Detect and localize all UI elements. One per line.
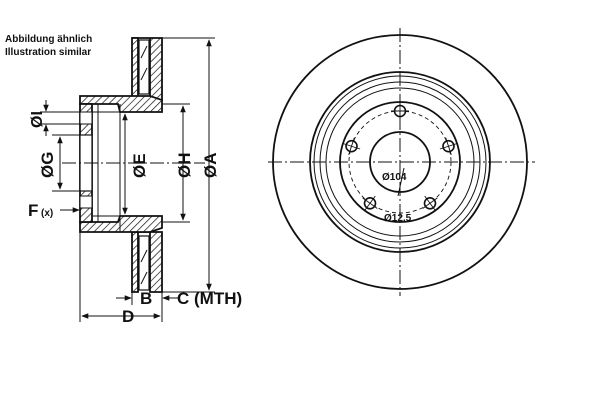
bolt-hole [422,195,438,211]
bolt-hole [342,137,361,155]
side-section-view: ØA ØH ØE ØG ØI F (x) B C (MTH) [28,37,242,326]
pcd-leader [397,167,405,197]
bolt-hole-label: Ø12,5 [384,213,412,224]
bolt-hole [391,102,409,120]
note-illustration-de: Abbildung ähnlich [5,34,92,45]
pcd-label: Ø104 [382,172,407,183]
dim-e-label: ØE [130,153,149,178]
lower-friction-ring [131,231,163,293]
dim-d-label: D [122,307,134,326]
dim-i-label: ØI [29,111,46,128]
upper-friction-ring [131,37,163,101]
dim-f-label: F [28,201,38,220]
dim-b-label: B [140,289,152,308]
bolt-hole [439,137,458,155]
dim-c-label: C (MTH) [177,289,242,308]
bolt-holes [342,102,458,211]
bolt-hole [362,195,378,211]
dim-a-label: ØA [201,153,220,179]
note-illustration-en: Illustration similar [5,47,91,58]
dim-h-label: ØH [175,153,194,179]
front-view: Ø104 Ø12,5 [268,28,535,296]
dim-g-label: ØG [38,152,57,178]
hat-section [79,95,163,233]
dim-f-suffix: (x) [41,208,53,219]
